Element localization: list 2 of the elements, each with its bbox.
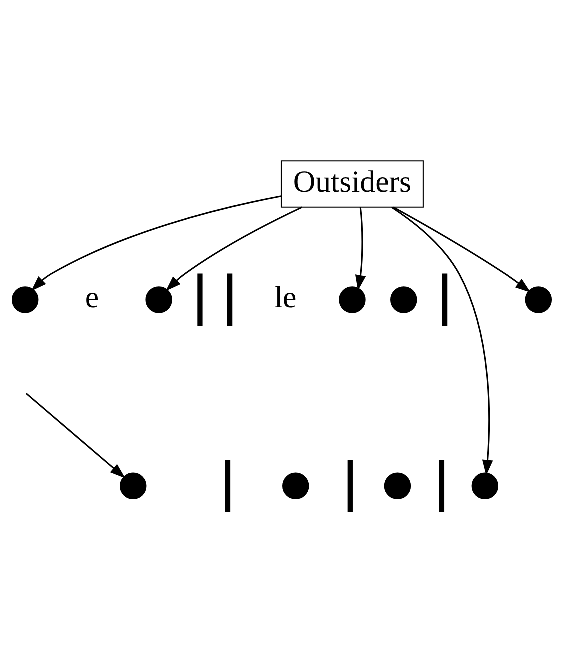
label: e bbox=[85, 280, 100, 314]
label: le bbox=[274, 280, 297, 314]
